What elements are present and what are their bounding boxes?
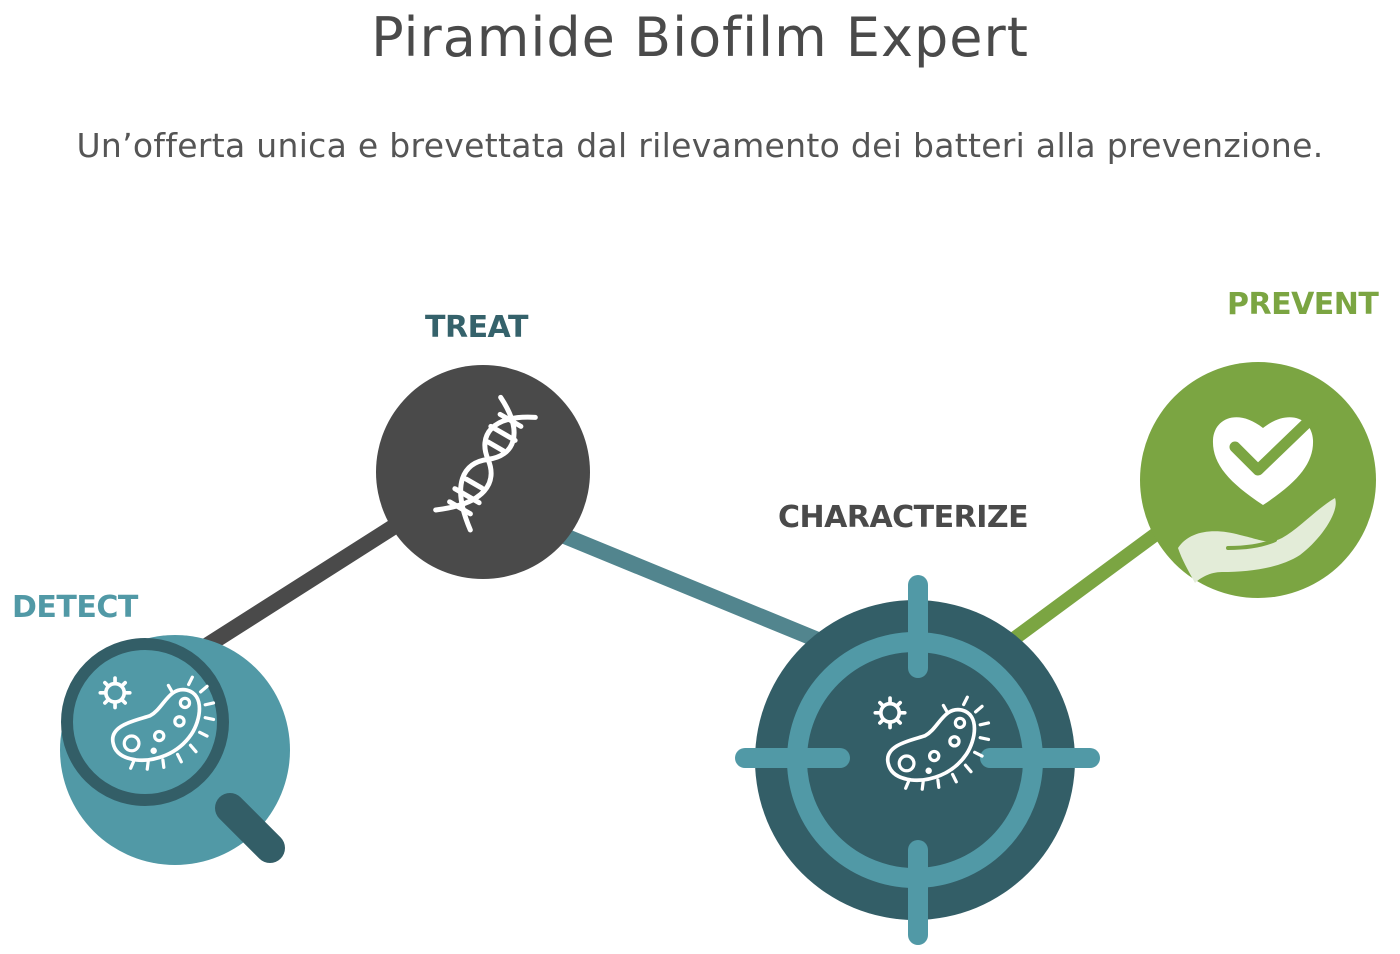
heart-hand-icon (1178, 412, 1336, 583)
page-title: Piramide Biofilm Expert (371, 6, 1029, 69)
detect-label: DETECT (12, 590, 139, 625)
prevent-label: PREVENT (1227, 287, 1379, 322)
connector-treat-characterize (542, 522, 838, 653)
treat-node (376, 365, 590, 579)
connector-characterize-prevent (1008, 513, 1182, 645)
detect-node (60, 635, 290, 865)
page-subtitle: Un’offerta unica e brevettata dal rileva… (76, 126, 1324, 165)
treat-label: TREAT (425, 310, 529, 345)
characterize-node (735, 575, 1100, 945)
characterize-label: CHARACTERIZE (778, 500, 1028, 535)
connector-detect-treat (192, 502, 428, 658)
prevent-node (1140, 362, 1376, 598)
dna-icon (433, 394, 538, 533)
